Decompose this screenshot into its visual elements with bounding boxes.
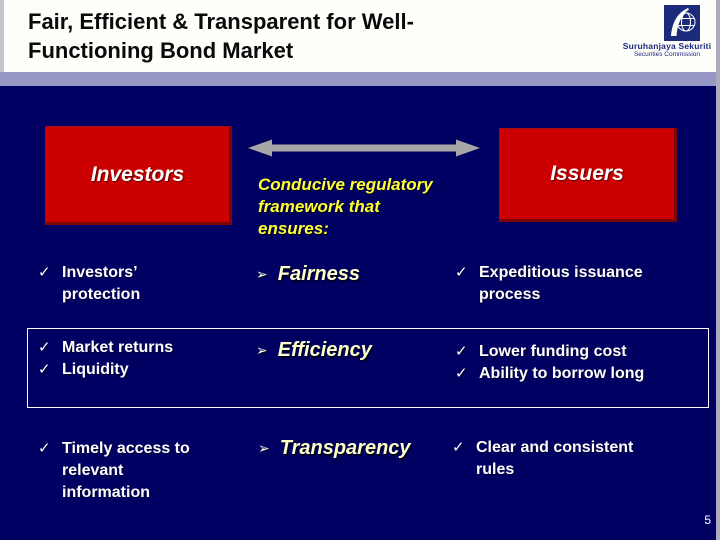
check-icon: ✓ bbox=[455, 365, 468, 382]
principle-transparency: ➢ Transparency bbox=[258, 436, 411, 460]
highlight-box bbox=[27, 328, 709, 408]
investor-list-row-1: ✓ Investors’ protection bbox=[38, 262, 207, 306]
header-accent-bar bbox=[0, 72, 720, 86]
slide-right-edge bbox=[716, 0, 720, 540]
check-icon: ✓ bbox=[452, 439, 465, 456]
list-item-label: Investors’ protection bbox=[62, 264, 141, 303]
issuer-list-row-2: ✓ Lower funding cost ✓ Ability to borrow… bbox=[455, 341, 679, 385]
page-title-line-1: Fair, Efficient & Transparent for Well- bbox=[28, 9, 414, 34]
list-item: ✓ Ability to borrow long bbox=[455, 363, 679, 385]
arrow-bullet-icon: ➢ bbox=[256, 266, 268, 282]
page-title: Fair, Efficient & Transparent for Well- … bbox=[28, 7, 414, 65]
list-item-label: Clear and consistent rules bbox=[476, 439, 634, 478]
issuer-list-row-3: ✓ Clear and consistent rules bbox=[452, 437, 676, 481]
arrow-bullet-icon: ➢ bbox=[256, 342, 268, 358]
page-number: 5 bbox=[704, 513, 711, 527]
check-icon: ✓ bbox=[38, 440, 51, 457]
list-item: ✓ Clear and consistent rules bbox=[452, 437, 676, 481]
check-icon: ✓ bbox=[38, 339, 51, 356]
principle-label: Fairness bbox=[277, 263, 360, 285]
list-item-label: Liquidity bbox=[62, 361, 129, 378]
framework-caption: Conducive regulatory framework that ensu… bbox=[258, 175, 433, 238]
list-item-label: Lower funding cost bbox=[479, 343, 627, 360]
investors-box: Investors bbox=[45, 126, 232, 225]
arrow-bullet-icon: ➢ bbox=[258, 440, 270, 456]
check-icon: ✓ bbox=[455, 343, 468, 360]
issuers-box-label: Issuers bbox=[550, 162, 624, 185]
list-item: ✓ Timely access to relevant information bbox=[38, 438, 207, 504]
list-item-label: Market returns bbox=[62, 339, 174, 356]
list-item: ✓ Expeditious issuance process bbox=[455, 262, 679, 306]
check-icon: ✓ bbox=[455, 264, 468, 281]
principle-label: Efficiency bbox=[277, 339, 372, 361]
slide-left-edge bbox=[0, 0, 4, 72]
check-icon: ✓ bbox=[38, 264, 51, 281]
double-arrow-icon bbox=[248, 137, 480, 164]
list-item: ✓ Lower funding cost bbox=[455, 341, 679, 363]
securities-commission-logo-icon bbox=[664, 5, 700, 46]
investor-list-row-3: ✓ Timely access to relevant information bbox=[38, 438, 207, 504]
principle-fairness: ➢ Fairness bbox=[256, 262, 360, 286]
list-item-label: Ability to borrow long bbox=[479, 365, 645, 382]
principle-label: Transparency bbox=[279, 437, 411, 459]
issuer-list-row-1: ✓ Expeditious issuance process bbox=[455, 262, 679, 306]
list-item-label: Timely access to relevant information bbox=[62, 440, 190, 501]
principle-efficiency: ➢ Efficiency bbox=[256, 338, 372, 362]
issuers-box: Issuers bbox=[499, 128, 677, 222]
page-title-line-2: Functioning Bond Market bbox=[28, 38, 294, 63]
check-icon: ✓ bbox=[38, 361, 51, 378]
investors-box-label: Investors bbox=[90, 162, 185, 186]
slide-header: Fair, Efficient & Transparent for Well- … bbox=[0, 0, 720, 72]
investor-list-row-2: ✓ Market returns ✓ Liquidity bbox=[38, 337, 207, 381]
list-item-label: Expeditious issuance process bbox=[479, 264, 643, 303]
logo-wordmark: Suruhanjaya Sekuriti Securities Commissi… bbox=[614, 42, 720, 59]
list-item: ✓ Liquidity bbox=[38, 359, 207, 381]
logo-name: Suruhanjaya Sekuriti bbox=[622, 41, 712, 51]
logo-subtitle: Securities Commission bbox=[633, 51, 701, 58]
list-item: ✓ Market returns bbox=[38, 337, 207, 359]
list-item: ✓ Investors’ protection bbox=[38, 262, 207, 306]
